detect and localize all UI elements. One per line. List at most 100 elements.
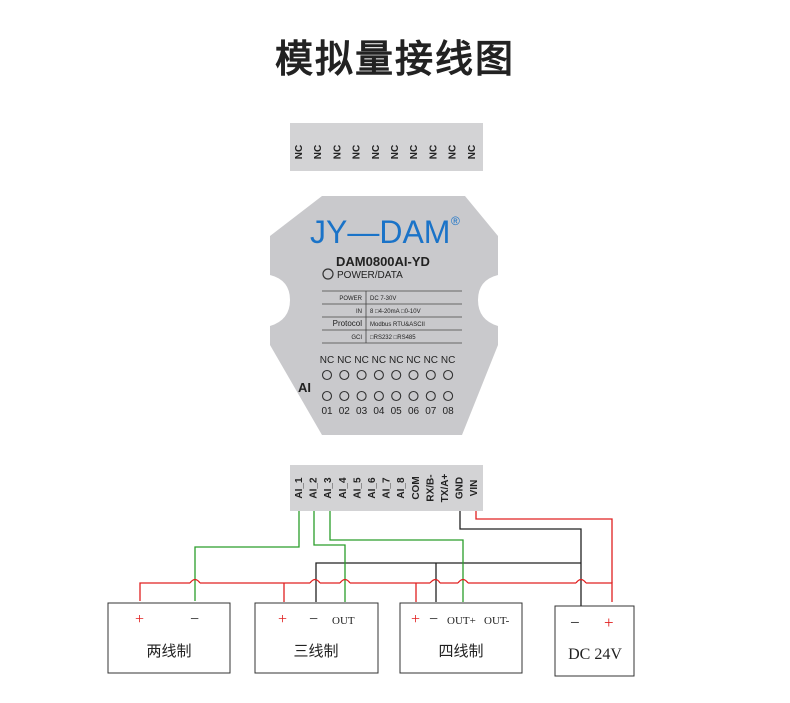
module-nc-label: NC (337, 355, 351, 366)
top-terminal-label: NC (352, 145, 363, 159)
bottom-terminal-label: AI_5 (352, 477, 363, 499)
bottom-terminal-label: AI_7 (382, 477, 393, 499)
channel-number: 02 (339, 406, 351, 417)
registered-mark: ® (451, 214, 460, 228)
two-wire-plus-label: + (135, 611, 144, 628)
module-nc-label: NC (389, 355, 403, 366)
channel-led (339, 390, 350, 402)
red-wire-vin (475, 511, 613, 583)
power-led (322, 268, 334, 280)
page-title: 模拟量接线图 (274, 37, 515, 81)
brand-logo: JY—DAM (310, 214, 450, 250)
channel-number: 03 (356, 406, 368, 417)
module-nc-label: NC (406, 355, 420, 366)
channel-led (408, 390, 419, 402)
three-wire-sensor-box (254, 602, 379, 674)
module-nc-label: NC (354, 355, 368, 366)
spec-key-protocol: Protocol (333, 319, 363, 328)
bottom-terminal-label: COM (411, 476, 422, 499)
nc-led (408, 369, 419, 381)
top-terminal-label: NC (294, 145, 305, 159)
three-wire-out-label: OUT (332, 615, 355, 627)
bottom-terminal-label: RX/B- (425, 474, 436, 501)
bottom-terminal-label: VIN (469, 480, 480, 497)
channel-led (321, 390, 333, 402)
top-terminal-label: NC (428, 145, 439, 159)
three-wire-minus-label: − (309, 611, 318, 628)
spec-key-power: POWER (339, 296, 362, 302)
module-nc-label: NC (320, 355, 334, 366)
channel-number: 07 (425, 406, 437, 417)
bottom-terminal-label: AI_6 (367, 477, 378, 499)
channel-number: 01 (321, 406, 333, 417)
bottom-terminal-label: AI_8 (396, 477, 407, 499)
top-terminal-label: NC (371, 145, 382, 159)
three-wire-sensor-label: 三线制 (293, 642, 338, 660)
bottom-terminal-block (290, 465, 483, 511)
four-wire-out-plus-label: OUT+ (447, 615, 476, 627)
power-supply-box (554, 605, 635, 677)
nc-led (356, 369, 367, 381)
bottom-terminal-label: TX/A+ (440, 474, 451, 503)
spec-table: POWER DC 7-30V IN 8 □4-20mA □0-10V Proto… (322, 290, 462, 344)
bottom-terminal-label: AI_4 (338, 477, 349, 499)
top-terminal-label: NC (467, 145, 478, 159)
channel-number: 06 (408, 406, 420, 417)
spec-value-power: DC 7-30V (370, 296, 396, 302)
nc-led (373, 369, 384, 381)
channel-led (425, 390, 436, 402)
power-supply-minus-label: − (570, 613, 580, 632)
nc-led (443, 369, 454, 381)
power-led-label: POWER/DATA (337, 270, 403, 281)
four-wire-sensor-label: 四线制 (438, 642, 483, 660)
channel-number: 05 (391, 406, 403, 417)
four-wire-out-minus-label: OUT- (484, 615, 510, 627)
module-led-array: NC 01 NC 02 NC 03 NC 04 NC 05 NC 06 NC 07 NC 08 (320, 355, 456, 417)
green-wire-ai1 (194, 511, 300, 601)
spec-key-gci: GCI (351, 335, 362, 341)
channel-led (443, 390, 454, 402)
ai-label: AI (298, 380, 311, 395)
channel-led (373, 390, 384, 402)
module-body (270, 196, 498, 435)
bottom-terminal-label: AI_1 (294, 477, 305, 499)
top-terminal-label: NC (409, 145, 420, 159)
green-wire-ai3 (329, 511, 464, 602)
spec-value-protocol: Modbus RTU&ASCII (370, 322, 425, 328)
nc-led (321, 369, 333, 381)
wires (139, 511, 613, 606)
nc-led (391, 369, 402, 381)
spec-key-in: IN (356, 309, 362, 315)
green-wire-ai2 (313, 511, 346, 602)
spec-value-in: 8 □4-20mA □0-10V (370, 309, 421, 315)
top-terminal-block (290, 123, 483, 171)
power-supply-label: DC 24V (568, 646, 622, 663)
two-wire-sensor-label: 两线制 (146, 642, 191, 660)
nc-led (425, 369, 436, 381)
channel-led (356, 390, 367, 402)
nc-led (339, 369, 350, 381)
top-terminal-label: NC (390, 145, 401, 159)
four-wire-sensor-box (399, 602, 523, 674)
power-supply-plus-label: + (604, 613, 614, 632)
top-terminal-label: NC (332, 145, 343, 159)
two-wire-minus-label: − (190, 611, 199, 628)
module-nc-label: NC (372, 355, 386, 366)
channel-led (391, 390, 402, 402)
black-wire-gnd (459, 511, 582, 606)
bottom-terminal-label: GND (455, 477, 466, 499)
black-common-rail (315, 562, 581, 602)
channel-number: 08 (443, 406, 455, 417)
channel-number: 04 (373, 406, 385, 417)
model-label: DAM0800AI-YD (336, 254, 430, 269)
module-nc-label: NC (441, 355, 455, 366)
three-wire-plus-label: + (278, 611, 287, 628)
module-nc-label: NC (424, 355, 438, 366)
bottom-terminal-label: AI_2 (309, 477, 320, 499)
four-wire-minus-label: − (429, 611, 438, 628)
spec-value-gci: □RS232 □RS485 (370, 335, 416, 341)
bottom-terminal-label: AI_3 (323, 477, 334, 499)
